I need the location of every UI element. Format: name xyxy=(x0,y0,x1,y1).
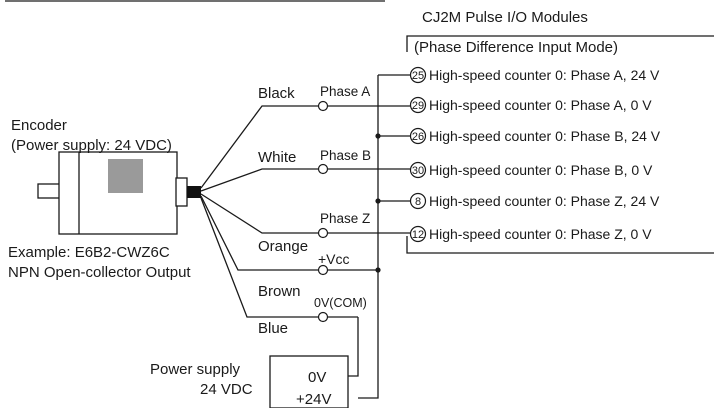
terminal-circle xyxy=(409,66,427,84)
terminal-pin: 26 xyxy=(412,131,424,143)
plus24-bus xyxy=(358,75,379,399)
encoder-supply: (Power supply: 24 VDC) xyxy=(11,137,172,154)
terminal-pin: 29 xyxy=(412,100,424,112)
wire-phase-z xyxy=(200,193,318,234)
terminal-circle xyxy=(409,192,427,210)
terminal-label: High-speed counter 0: Phase B, 0 V xyxy=(429,162,653,178)
wire-brown-blue xyxy=(200,197,318,318)
junction-dot xyxy=(375,198,381,204)
terminal-label: High-speed counter 0: Phase Z, 0 V xyxy=(429,226,652,242)
terminal-circle xyxy=(409,161,427,179)
terminal-circle xyxy=(409,96,427,114)
vcc-contact xyxy=(317,264,329,276)
module-box-top xyxy=(406,35,714,52)
encoder-title: Encoder xyxy=(11,117,67,134)
encoder-label-patch xyxy=(108,159,143,193)
junction-dot xyxy=(375,267,381,273)
module-title: CJ2M Pulse I/O Modules xyxy=(422,9,588,26)
junction-dot xyxy=(375,133,381,139)
phase-b-contact xyxy=(317,163,329,175)
terminal-circle xyxy=(409,127,427,145)
phase-a-contact xyxy=(317,100,329,112)
encoder-connector xyxy=(175,177,188,207)
terminal-label: High-speed counter 0: Phase A, 24 V xyxy=(429,67,660,83)
terminal-12: 12 High-speed counter 0: Phase Z, 0 V xyxy=(409,225,652,243)
power-supply-0v: 0V xyxy=(308,369,326,386)
power-supply-box xyxy=(269,355,349,408)
terminal-label: High-speed counter 0: Phase B, 24 V xyxy=(429,128,661,144)
signal-label-phase-a: Phase A xyxy=(320,84,370,99)
cable-gland xyxy=(187,186,201,198)
wire-orange xyxy=(200,195,318,271)
com-contact xyxy=(317,311,329,323)
bus-wiring xyxy=(348,74,410,399)
terminal-pin: 30 xyxy=(412,165,424,177)
terminal-circle xyxy=(409,225,427,243)
signal-label-phase-b: Phase B xyxy=(320,148,371,163)
signal-label-com: 0V(COM) xyxy=(314,296,367,310)
terminal-8: 8 High-speed counter 0: Phase Z, 24 V xyxy=(409,192,660,210)
encoder-output: NPN Open-collector Output xyxy=(8,264,191,281)
zero-v-wire xyxy=(348,317,359,377)
wire-label-brown: Brown xyxy=(258,283,301,300)
phase-z-contact xyxy=(317,227,329,239)
terminal-29: 29 High-speed counter 0: Phase A, 0 V xyxy=(409,96,652,114)
wire-label-black: Black xyxy=(258,85,295,102)
power-supply-voltage: 24 VDC xyxy=(200,381,253,398)
power-supply-label: Power supply xyxy=(150,361,241,378)
encoder-shaft xyxy=(37,183,61,199)
wire-label-blue: Blue xyxy=(258,320,288,337)
wire-black xyxy=(200,105,318,189)
power-supply-plus24v: +24V xyxy=(296,391,331,408)
terminal-25: 25 High-speed counter 0: Phase A, 24 V xyxy=(409,66,660,84)
module-box-bottom xyxy=(406,236,714,254)
wire-white xyxy=(200,168,318,192)
module-mode: (Phase Difference Input Mode) xyxy=(414,39,618,56)
terminal-pin: 12 xyxy=(412,229,424,241)
terminal-label: High-speed counter 0: Phase Z, 24 V xyxy=(429,193,660,209)
encoder-wires xyxy=(200,100,410,323)
terminal-label: High-speed counter 0: Phase A, 0 V xyxy=(429,97,652,113)
signal-label-phase-z: Phase Z xyxy=(320,211,370,226)
terminal-26: 26 High-speed counter 0: Phase B, 24 V xyxy=(409,127,661,145)
wire-label-white: White xyxy=(258,149,296,166)
terminal-pin: 8 xyxy=(415,196,421,208)
wire-label-orange: Orange xyxy=(258,238,308,255)
signal-label-vcc: +Vcc xyxy=(318,251,350,267)
terminal-list: 25 High-speed counter 0: Phase A, 24 V 2… xyxy=(409,66,661,243)
encoder-example: Example: E6B2-CWZ6C xyxy=(8,244,170,261)
terminal-pin: 25 xyxy=(412,70,424,82)
encoder-drawing xyxy=(37,151,201,235)
terminal-30: 30 High-speed counter 0: Phase B, 0 V xyxy=(409,161,653,179)
